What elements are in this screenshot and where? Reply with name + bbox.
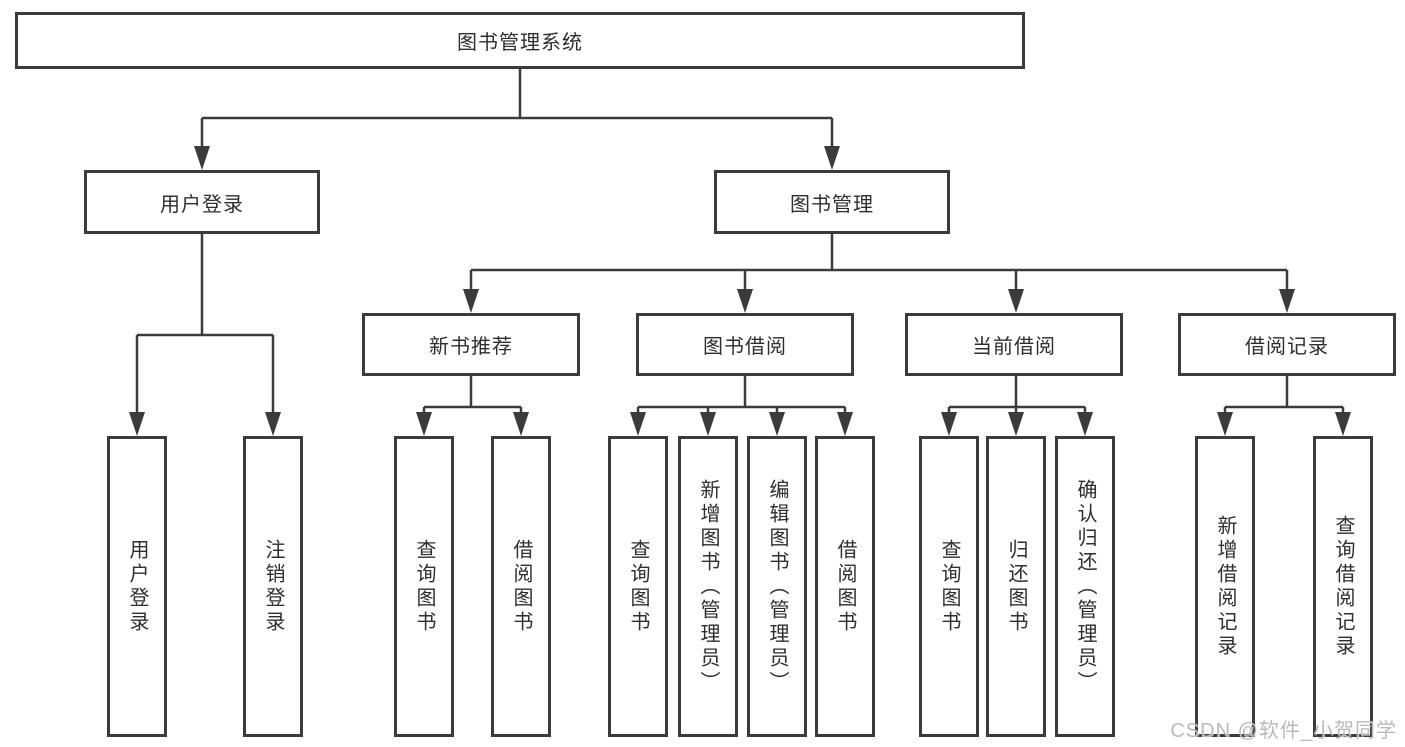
leaf-label: 查询图书: [938, 538, 960, 635]
leaf-query-borrow-record: 查询借阅记录: [1313, 436, 1373, 737]
leaf-logout: 注销登录: [243, 436, 303, 737]
leaf-edit-books-admin: 编辑图书（管理员）: [747, 436, 807, 737]
leaf-add-borrow-record: 新增借阅记录: [1195, 436, 1255, 737]
leaf-label: 用户登录: [126, 538, 148, 635]
node-book-borrowing: 图书借阅: [636, 313, 854, 376]
leaf-label: 新增借阅记录: [1214, 514, 1236, 659]
node-new-book-recommendation: 新书推荐: [362, 313, 580, 376]
node-borrowing-records: 借阅记录: [1178, 313, 1396, 376]
leaf-label: 查询借阅记录: [1332, 514, 1354, 659]
node-label: 图书借阅: [703, 336, 787, 358]
node-label: 当前借阅: [972, 336, 1056, 358]
leaf-query-books-recommend: 查询图书: [394, 436, 454, 737]
leaf-query-books-current: 查询图书: [919, 436, 979, 737]
node-label: 用户登录: [160, 193, 244, 216]
node-book-management: 图书管理: [714, 170, 950, 234]
leaf-label: 注销登录: [262, 538, 284, 635]
node-label: 新书推荐: [429, 336, 513, 358]
arrowheads: [129, 146, 1351, 436]
leaf-user-login: 用户登录: [107, 436, 167, 737]
leaf-confirm-return-admin: 确认归还（管理员）: [1055, 436, 1115, 737]
leaf-label: 查询图书: [413, 538, 435, 635]
leaf-query-books-borrowing: 查询图书: [608, 436, 668, 737]
leaf-label: 编辑图书（管理员）: [766, 478, 788, 695]
leaf-label: 借阅图书: [510, 538, 532, 635]
node-label: 借阅记录: [1245, 336, 1329, 358]
node-user-login: 用户登录: [84, 170, 320, 234]
leaf-borrow-books-recommend: 借阅图书: [491, 436, 551, 737]
leaf-label: 查询图书: [627, 538, 649, 635]
leaf-return-books: 归还图书: [986, 436, 1046, 737]
leaf-label: 新增图书（管理员）: [697, 478, 719, 695]
watermark-text: CSDN @软件_小贺同学: [1170, 720, 1397, 742]
leaf-borrow-books-borrowing: 借阅图书: [815, 436, 875, 737]
node-current-borrowing: 当前借阅: [905, 313, 1123, 376]
leaf-label: 确认归还（管理员）: [1074, 478, 1096, 695]
node-label: 图书管理系统: [457, 32, 583, 54]
node-label: 图书管理: [790, 193, 874, 216]
leaf-label: 借阅图书: [834, 538, 856, 635]
leaf-label: 归还图书: [1005, 538, 1027, 635]
leaf-add-books-admin: 新增图书（管理员）: [678, 436, 738, 737]
node-library-management-system: 图书管理系统: [15, 12, 1025, 69]
